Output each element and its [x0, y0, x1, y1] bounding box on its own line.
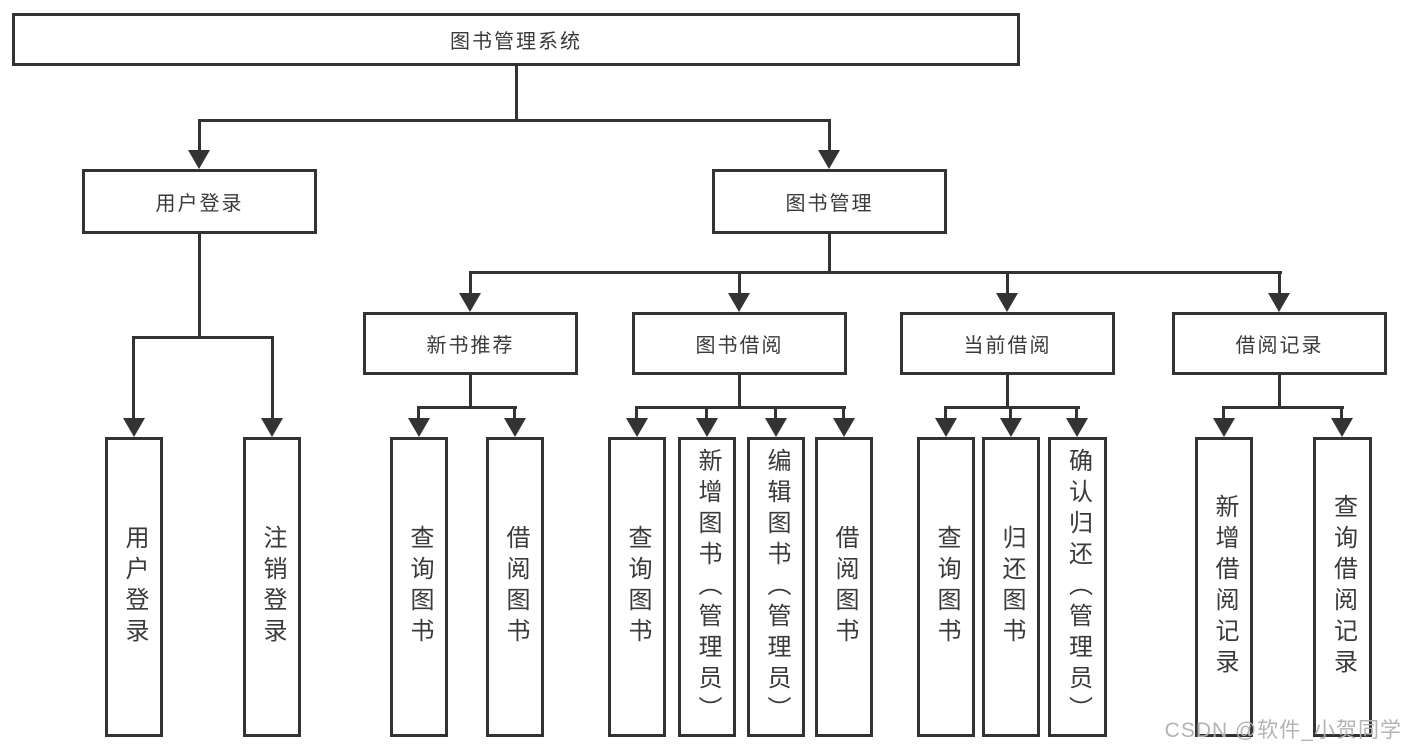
- arrowhead-current-confirm: [1066, 418, 1088, 437]
- arrowhead-leaf-logout: [261, 418, 283, 437]
- connector-bookmgmt-drop-4: [1278, 271, 1281, 297]
- node-book-borrow: 图书借阅: [632, 312, 847, 375]
- connector-recommend-stem: [469, 373, 472, 409]
- arrowhead-recommend-borrow: [504, 418, 526, 437]
- connector-userlogin-drop-1: [132, 336, 135, 420]
- connector-borrow-drop-1: [635, 406, 638, 421]
- leaf-recommend-borrow-book: 借阅图书: [486, 437, 544, 737]
- csdn-watermark: CSDN @软件_小贺同学: [1164, 719, 1402, 742]
- connector-records-bar: [1222, 406, 1344, 409]
- leaf-borrow-borrow-book: 借阅图书: [815, 437, 873, 737]
- arrowhead-borrow-borrow: [833, 418, 855, 437]
- connector-borrow-drop-3: [774, 406, 777, 421]
- connector-current-drop-1: [944, 406, 947, 421]
- node-book-management: 图书管理: [712, 169, 947, 234]
- connector-root-drop-right: [828, 119, 831, 152]
- node-new-book-recommend: 新书推荐: [363, 312, 578, 375]
- connector-bookmgmt-bar: [469, 271, 1282, 274]
- arrowhead-book-management: [818, 150, 840, 169]
- connector-borrow-drop-2: [705, 406, 708, 421]
- connector-records-drop-1: [1222, 406, 1225, 421]
- connector-current-drop-2: [1009, 406, 1012, 421]
- connector-current-stem: [1006, 373, 1009, 409]
- connector-recommend-bar: [417, 406, 517, 409]
- leaf-records-add-record: 新增借阅记录: [1195, 437, 1253, 737]
- connector-root-bar: [198, 119, 831, 122]
- connector-userlogin-bar: [132, 336, 274, 339]
- connector-borrow-stem: [738, 373, 741, 409]
- leaf-user-login: 用户登录: [105, 437, 163, 737]
- connector-bookmgmt-drop-3: [1006, 271, 1009, 297]
- arrowhead-current-borrow: [996, 293, 1018, 312]
- arrowhead-current-query: [935, 418, 957, 437]
- leaf-logout: 注销登录: [243, 437, 301, 737]
- arrowhead-borrow-records: [1268, 293, 1290, 312]
- arrowhead-records-query: [1331, 418, 1353, 437]
- arrowhead-leaf-user-login: [123, 418, 145, 437]
- connector-root-stem: [515, 64, 518, 121]
- leaf-recommend-query-book: 查询图书: [390, 437, 448, 737]
- connector-recommend-drop-2: [513, 406, 516, 421]
- leaf-current-return-book: 归还图书: [982, 437, 1040, 737]
- leaf-borrow-add-book-admin: 新增图书（管理员）: [678, 437, 736, 737]
- arrowhead-book-borrow: [728, 293, 750, 312]
- arrowhead-new-book-recommend: [459, 293, 481, 312]
- connector-borrow-drop-4: [842, 406, 845, 421]
- connector-bookmgmt-drop-1: [469, 271, 472, 297]
- leaf-borrow-edit-book-admin: 编辑图书（管理员）: [747, 437, 805, 737]
- arrowhead-borrow-query: [626, 418, 648, 437]
- connector-borrow-bar: [635, 406, 846, 409]
- arrowhead-borrow-add: [696, 418, 718, 437]
- connector-recommend-drop-1: [417, 406, 420, 421]
- connector-bookmgmt-drop-2: [738, 271, 741, 297]
- arrowhead-current-return: [1000, 418, 1022, 437]
- arrowhead-user-login: [188, 150, 210, 169]
- leaf-current-query-book: 查询图书: [917, 437, 975, 737]
- connector-bookmgmt-stem: [828, 232, 831, 274]
- node-root: 图书管理系统: [12, 13, 1020, 66]
- leaf-records-query-record: 查询借阅记录: [1313, 437, 1372, 737]
- connector-current-drop-3: [1075, 406, 1078, 421]
- connector-records-stem: [1278, 373, 1281, 409]
- connector-userlogin-stem: [198, 232, 201, 338]
- connector-root-drop-left: [198, 119, 201, 152]
- leaf-borrow-query-book: 查询图书: [608, 437, 666, 737]
- node-user-login: 用户登录: [82, 169, 317, 234]
- node-borrow-records: 借阅记录: [1172, 312, 1387, 375]
- connector-userlogin-drop-2: [271, 336, 274, 420]
- connector-records-drop-2: [1340, 406, 1343, 421]
- connector-current-bar: [944, 406, 1080, 409]
- arrowhead-records-add: [1213, 418, 1235, 437]
- leaf-current-confirm-return-admin: 确认归还（管理员）: [1048, 437, 1107, 737]
- arrowhead-borrow-edit: [765, 418, 787, 437]
- node-current-borrow: 当前借阅: [900, 312, 1115, 375]
- arrowhead-recommend-query: [408, 418, 430, 437]
